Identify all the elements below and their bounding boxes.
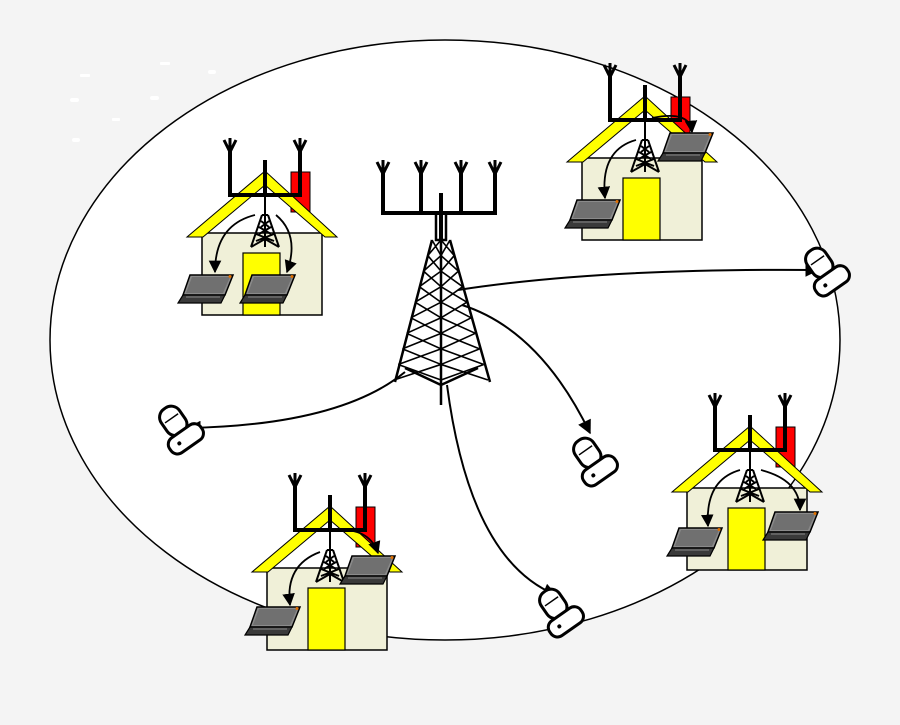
tower-lattice <box>393 239 489 381</box>
signal-arrows <box>186 262 820 597</box>
signal-arrow-phone-right <box>457 262 820 291</box>
house-top-right <box>564 63 717 240</box>
house-right <box>666 393 822 570</box>
signal-arrow-phone-left <box>186 371 406 435</box>
signal-arrow-phone-middle <box>461 304 591 435</box>
cell-tower-icon <box>375 158 503 405</box>
background-specks <box>70 62 216 142</box>
house-bottom <box>244 473 402 650</box>
signal-arrow-phone-bottom <box>446 384 558 597</box>
house-top-left <box>177 138 337 315</box>
